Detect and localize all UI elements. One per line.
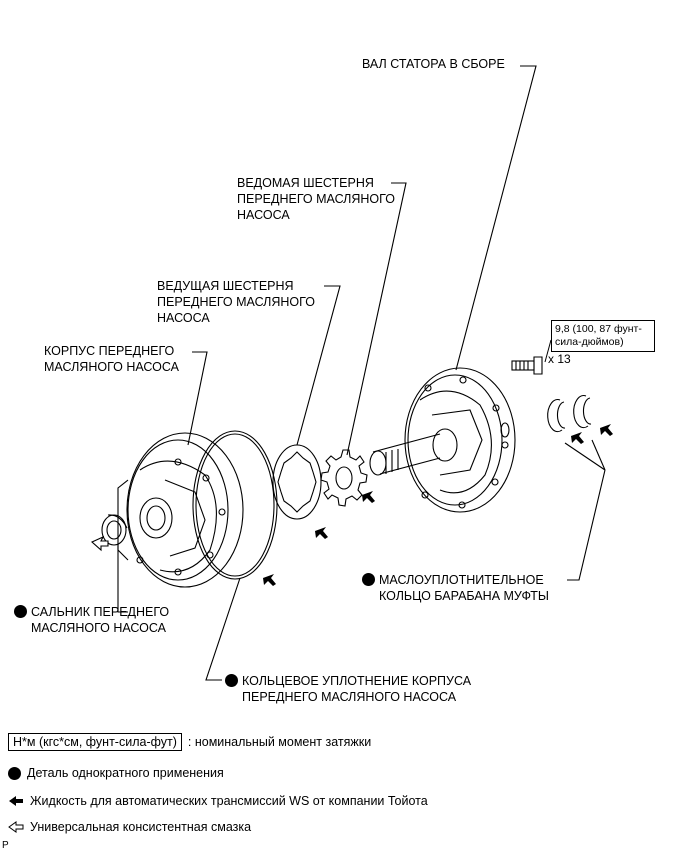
- atf-arrow-icon: [362, 491, 375, 503]
- label-oil-seal-ring: МАСЛОУПЛОТНИТЕЛЬНОЕ КОЛЬЦО БАРАБАНА МУФТ…: [362, 572, 549, 604]
- label-line: НАСОСА: [237, 208, 290, 222]
- grease-text: Универсальная консистентная смазка: [30, 820, 252, 834]
- legend-atf: Жидкость для автоматических трансмиссий …: [8, 794, 428, 808]
- label-line: ВЕДОМАЯ ШЕСТЕРНЯ: [237, 176, 374, 190]
- single-use-icon: [225, 674, 238, 687]
- label-line: ВЕДУЩАЯ ШЕСТЕРНЯ: [157, 279, 294, 293]
- leader-o-ring: [205, 577, 241, 681]
- legend-grease: Универсальная консистентная смазка: [8, 820, 251, 834]
- torque-spec-line: сила-дюймов): [555, 336, 624, 348]
- label-line: ПЕРЕДНЕГО МАСЛЯНОГО: [237, 192, 395, 206]
- label-line: МАСЛЯНОГО НАСОСА: [44, 360, 179, 374]
- label-stator-shaft: ВАЛ СТАТОРА В СБОРЕ: [362, 56, 505, 72]
- label-line: САЛЬНИК ПЕРЕДНЕГО: [14, 604, 169, 620]
- label-line: КОЛЬЦЕВОЕ УПЛОТНЕНИЕ КОРПУСА: [225, 673, 471, 689]
- legend-single-use: Деталь однократного применения: [8, 766, 224, 780]
- leader-oil-seal: [117, 545, 128, 613]
- oil-seal-part: [101, 514, 128, 546]
- single-use-text: Деталь однократного применения: [27, 766, 224, 780]
- filled-arrow-icon: [9, 796, 23, 806]
- label-line: МАСЛОУПЛОТНИТЕЛЬНОЕ: [362, 572, 549, 588]
- label-line: ПЕРЕДНЕГО МАСЛЯНОГО НАСОСА: [242, 690, 457, 704]
- hollow-arrow-icon: [8, 821, 24, 833]
- leader-drive-gear: [296, 285, 341, 446]
- o-ring-part: [192, 430, 278, 580]
- torque-desc: : номинальный момент затяжки: [187, 735, 372, 749]
- seal-rings-part: [547, 395, 592, 433]
- single-use-icon: [362, 573, 375, 586]
- torque-unit-box: Н*м (кгс*см, фунт-сила-фут): [8, 733, 182, 751]
- label-line: КОРПУС ПЕРЕДНЕГО: [44, 344, 175, 358]
- label-text: МАСЛОУПЛОТНИТЕЛЬНОЕ: [379, 573, 544, 587]
- label-o-ring: КОЛЬЦЕВОЕ УПЛОТНЕНИЕ КОРПУСА ПЕРЕДНЕГО М…: [225, 673, 471, 705]
- leader-driven-gear: [346, 182, 407, 456]
- label-line: МАСЛЯНОГО НАСОСА: [31, 621, 166, 635]
- atf-text: Жидкость для автоматических трансмиссий …: [30, 794, 428, 808]
- page-mark: P: [2, 840, 9, 851]
- label-line: ВАЛ СТАТОРА В СБОРЕ: [362, 57, 505, 71]
- label-pump-body: КОРПУС ПЕРЕДНЕГО МАСЛЯНОГО НАСОСА: [44, 343, 179, 375]
- atf-arrow-icon: [315, 527, 328, 539]
- label-oil-seal: САЛЬНИК ПЕРЕДНЕГО МАСЛЯНОГО НАСОСА: [14, 604, 169, 636]
- leader-oil-seal-ring: [567, 469, 606, 581]
- bolt-quantity: x 13: [548, 352, 571, 366]
- bolt-icon: [511, 356, 543, 375]
- driven-gear-part: [320, 449, 368, 507]
- label-driven-gear: ВЕДОМАЯ ШЕСТЕРНЯ ПЕРЕДНЕГО МАСЛЯНОГО НАС…: [237, 175, 395, 223]
- label-line: КОЛЬЦО БАРАБАНА МУФТЫ: [379, 589, 549, 603]
- atf-arrow-icon: [600, 424, 613, 436]
- legend-torque: Н*м (кгс*см, фунт-сила-фут) : номинальны…: [8, 733, 371, 751]
- label-drive-gear: ВЕДУЩАЯ ШЕСТЕРНЯ ПЕРЕДНЕГО МАСЛЯНОГО НАС…: [157, 278, 315, 326]
- single-use-icon: [14, 605, 27, 618]
- atf-arrow-icon: [571, 432, 584, 444]
- label-text: КОЛЬЦЕВОЕ УПЛОТНЕНИЕ КОРПУСА: [242, 674, 472, 688]
- label-line: ПЕРЕДНЕГО МАСЛЯНОГО: [157, 295, 315, 309]
- filled-dot-icon: [8, 766, 21, 780]
- torque-spec-line: 9,8 (100, 87 фунт-: [555, 323, 642, 335]
- label-line: НАСОСА: [157, 311, 210, 325]
- drive-gear-part: [272, 444, 322, 520]
- grease-arrow-icon: [91, 535, 109, 552]
- torque-spec-box: 9,8 (100, 87 фунт- сила-дюймов): [551, 320, 655, 352]
- stator-shaft-part: [369, 367, 516, 513]
- leader-stator-shaft: [455, 65, 537, 371]
- atf-arrow-icon: [263, 574, 276, 586]
- leader-pump-body: [187, 351, 208, 446]
- pump-body-part: [117, 432, 244, 588]
- label-text: САЛЬНИК ПЕРЕДНЕГО: [31, 605, 170, 619]
